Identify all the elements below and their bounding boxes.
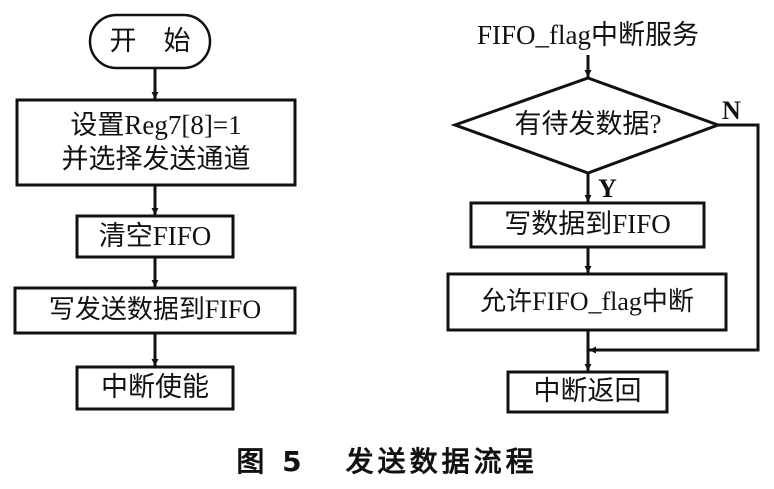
figure-number: 图 5: [236, 445, 306, 478]
step4-label: 中断使能: [101, 372, 209, 403]
entry-label: FIFO_flag中断服务: [477, 20, 699, 51]
no-branch-line: [589, 123, 760, 354]
decision-label: 有待发数据?: [514, 109, 662, 140]
step2-label: 清空FIFO: [98, 220, 212, 251]
step1-line1: 设置Reg7[8]=1: [70, 109, 242, 140]
no-branch-label: N: [722, 96, 741, 125]
step4-box: [75, 365, 235, 411]
yes-branch-label: Y: [598, 174, 617, 203]
step1-label: 设置Reg7[8]=1 并选择发送通道: [17, 100, 295, 185]
figure-title: 发送数据流程: [345, 445, 538, 478]
end-box: [506, 370, 669, 414]
step3-label: 写发送数据到FIFO: [48, 295, 262, 325]
step1-line2: 并选择发送通道: [61, 143, 251, 174]
start-terminal: [88, 13, 212, 70]
figure-caption: 图 5 发送数据流程: [0, 440, 774, 480]
start-label: 开 始: [109, 25, 191, 56]
right-step2-label: 允许FIFO_flag中断: [480, 286, 694, 316]
end-label: 中断返回: [533, 376, 642, 407]
right-step1-label: 写数据到FIFO: [504, 209, 671, 240]
